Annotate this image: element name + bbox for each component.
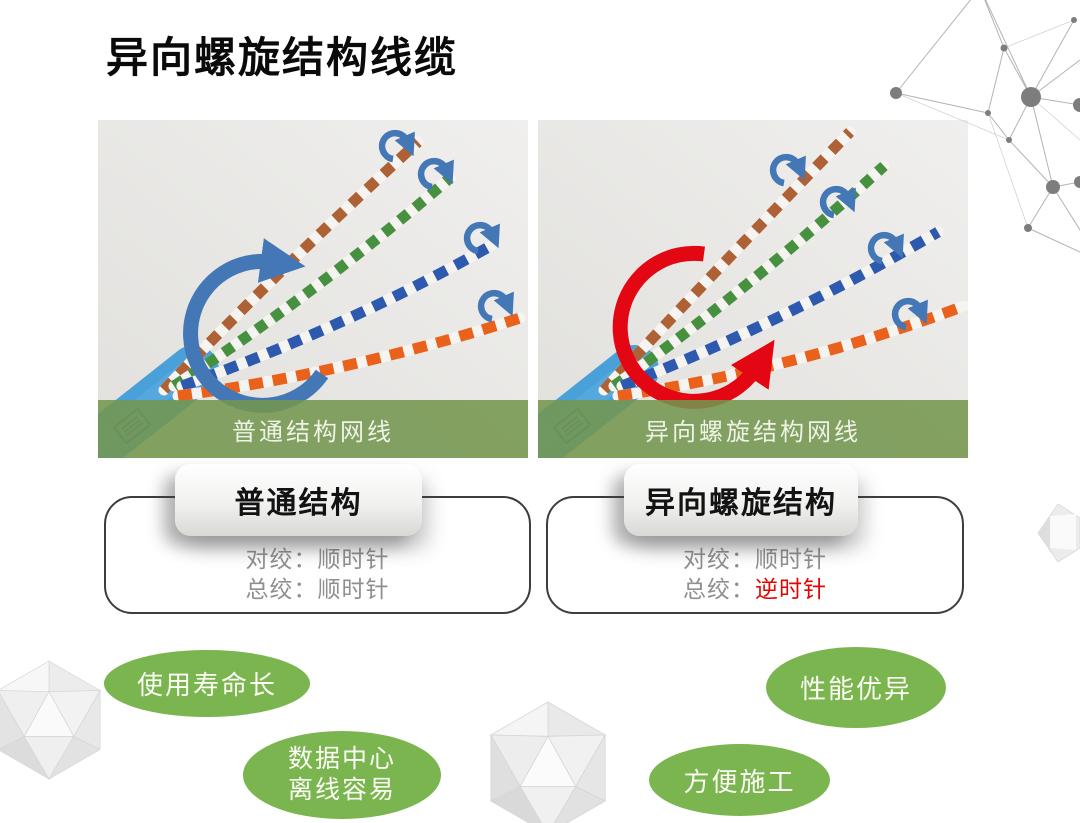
benefit-ellipse-performance: 性能优异 bbox=[766, 647, 946, 728]
banner-ordinary: 普通结构网线 bbox=[98, 400, 528, 458]
twisted-pair-blue bbox=[176, 238, 500, 392]
twist-row: 总绞：顺时针 bbox=[245, 576, 390, 602]
gem-right bbox=[1037, 503, 1080, 563]
label-button-ordinary: 普通结构 bbox=[175, 464, 422, 536]
benefit-ellipse-easy-install: 方便施工 bbox=[649, 744, 830, 816]
panel-spiral-cable: 异向螺旋结构网线 bbox=[538, 120, 968, 458]
twist-rows: 对绞：顺时针 总绞：逆时针 bbox=[548, 544, 962, 604]
page-title: 异向螺旋结构线缆 bbox=[106, 36, 459, 82]
twist-direction-arrow-icons bbox=[769, 153, 928, 331]
label-button-spiral: 异向螺旋结构 bbox=[624, 464, 858, 536]
icosahedron-center bbox=[489, 701, 607, 823]
counterclockwise-rotation-arrow-icon bbox=[612, 245, 775, 409]
icosahedron-left bbox=[0, 660, 102, 780]
benefit-ellipse-data-center: 数据中心 离线容易 bbox=[243, 731, 441, 819]
twist-row: 对绞：顺时针 bbox=[245, 546, 390, 572]
network-graphic bbox=[890, 0, 1080, 253]
panel-ordinary-cable: 普通结构网线 bbox=[98, 120, 528, 458]
highlighted-value: 逆时针 bbox=[755, 576, 827, 602]
twist-direction-arrow-icons bbox=[378, 129, 514, 323]
twist-rows: 对绞：顺时针 总绞：顺时针 bbox=[106, 544, 529, 604]
twist-row: 总绞：逆时针 bbox=[683, 576, 827, 602]
twist-row: 对绞：顺时针 bbox=[683, 546, 827, 572]
benefit-ellipse-long-life: 使用寿命长 bbox=[104, 650, 310, 717]
twisted-pair-green bbox=[168, 172, 456, 392]
banner-spiral: 异向螺旋结构网线 bbox=[538, 400, 968, 458]
